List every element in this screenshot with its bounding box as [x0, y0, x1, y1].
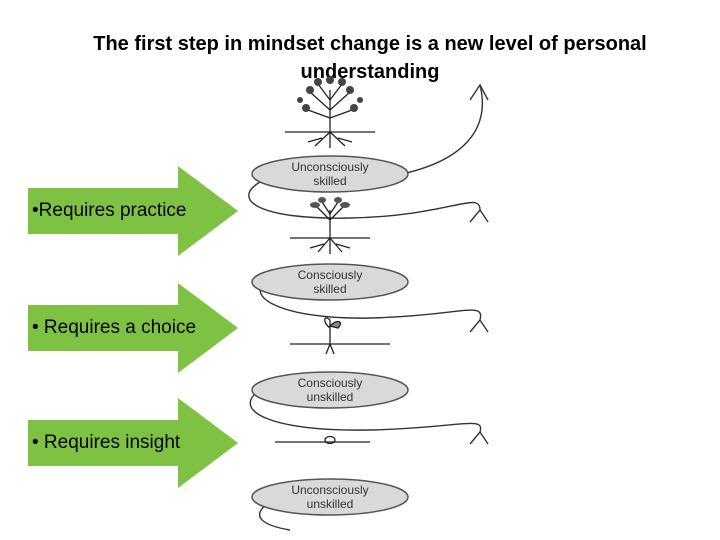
choice-arrow-label: • Requires a choice: [32, 317, 197, 338]
arrow-shape-icon: [28, 166, 238, 256]
stage-consciously-skilled: Consciously skilled: [251, 263, 409, 301]
arrow-shape-icon: [28, 398, 238, 488]
stage-label-line-1: Unconsciously: [291, 160, 368, 174]
stage-label-line-2: skilled: [313, 282, 346, 296]
title-line-1: The first step in mindset change is a ne…: [93, 33, 647, 55]
insight-arrow: • Requires insight: [28, 398, 238, 488]
page-title: The first step in mindset change is a ne…: [20, 30, 720, 86]
growth-spiral-diagram: Unconsciously skilled Consciously skille…: [248, 76, 489, 531]
arrow-shape-icon: [28, 283, 238, 373]
practice-arrow: •Requires practice: [28, 166, 238, 256]
stage-label-line-2: skilled: [313, 174, 346, 188]
stage-consciously-unskilled: Consciously unskilled: [251, 371, 409, 409]
title-line-2: understanding: [300, 61, 440, 83]
stage-label-line-1: Consciously: [298, 268, 363, 282]
stage-label-line-1: Unconsciously: [291, 483, 368, 497]
stage-label-line-2: unskilled: [307, 497, 354, 511]
stage-label-line-1: Consciously: [298, 376, 363, 390]
stage-unconsciously-skilled: Unconsciously skilled: [251, 155, 409, 193]
stage-label-line-2: unskilled: [307, 390, 354, 404]
tree-icon: [285, 76, 375, 148]
seed-icon: [275, 435, 370, 445]
sapling-icon: [290, 197, 370, 254]
spiral-arrow-icon: [248, 83, 489, 531]
sprout-icon: [290, 317, 390, 355]
insight-arrow-label: • Requires insight: [32, 432, 181, 453]
stage-unconsciously-unskilled: Unconsciously unskilled: [251, 478, 409, 516]
choice-arrow: • Requires a choice: [28, 283, 238, 373]
practice-arrow-label: •Requires practice: [32, 200, 187, 221]
